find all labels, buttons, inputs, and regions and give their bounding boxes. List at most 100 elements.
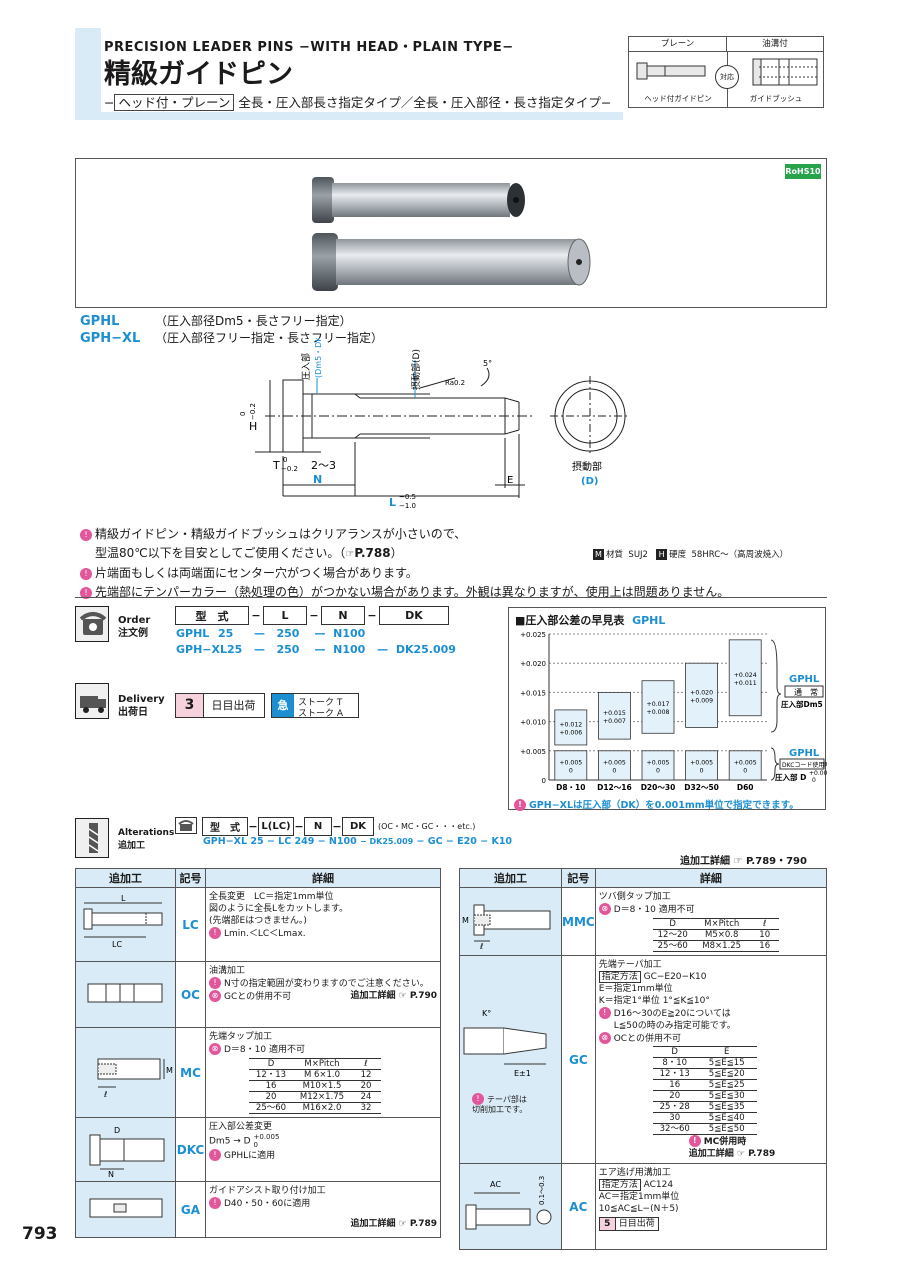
divider	[75, 597, 827, 598]
caution-icon: !	[209, 1149, 221, 1161]
chart-legend-box	[779, 758, 825, 770]
gc-figure: K°E±1 !テーパ部は切削加工です。	[459, 955, 562, 1164]
roughness-label: Ra0.2	[445, 379, 465, 387]
chart-bar-label-low: 0	[569, 767, 573, 774]
alter-header: 型 式 − L(LC) − N − DK (OC・MC・GC・・・etc.)	[202, 817, 475, 836]
chart-x-tick: D20～30	[641, 783, 676, 792]
alter-row-oc: OC 油溝加工 !N寸の指定範囲が変わりますのでご注意ください。 ⊗GCとの併用…	[75, 961, 441, 1028]
chart-footnote: !GPH−XLは圧入部（DK）を0.001mm単位で指定できます。	[514, 797, 799, 811]
prohibited-icon: ⊗	[598, 1032, 611, 1044]
caution-icon: !	[209, 977, 221, 989]
svg-text:K°: K°	[482, 1009, 491, 1018]
chart-bar	[685, 750, 719, 781]
svg-text:0.1～0.3: 0.1～0.3	[538, 1176, 546, 1205]
press-fit-dim: (Dm5・DK)	[314, 338, 323, 378]
chart-bar-label-low: 0	[656, 767, 660, 774]
chart-legend-normal: 通 常	[794, 687, 818, 697]
stroke-a: ストーク A	[298, 709, 344, 719]
chart-bar-label-low: 0	[743, 767, 747, 774]
prohibited-icon: ⊗	[598, 903, 611, 915]
dim-l-tol-bot: −1.0	[399, 502, 416, 510]
alter-row-gc: K°E±1 !テーパ部は切削加工です。 GC 先端テーパ加工 指定方法 GC−E…	[459, 955, 828, 1164]
chart-legend-dm5: 圧入部Dm5	[781, 699, 823, 709]
dim-h-tol-top: 0	[239, 412, 247, 416]
chart-bar-label-high: +0.005	[647, 759, 670, 766]
page-number: 793	[22, 1224, 58, 1244]
code-gphl: GPHL	[80, 314, 120, 329]
svg-text:E±1: E±1	[514, 1069, 531, 1078]
page-ref-icon: ☞	[345, 549, 355, 560]
chart-bracket	[770, 747, 780, 781]
alterations-label: Alterations 追加工	[118, 828, 175, 851]
chart-y-tick: +0.020	[520, 660, 546, 668]
dim-h: H	[249, 420, 257, 433]
svg-text:ℓ: ℓ	[479, 942, 483, 949]
note-3: !先端部にテンパーカラー（熱処理の色）がつかない場合があります。外観は異なります…	[80, 583, 729, 602]
delivery-label: Delivery 出荷日	[118, 694, 165, 718]
chart-bar-label-high: +0.024	[734, 672, 757, 679]
order-header: 型 式 − L − N − DK	[175, 606, 449, 625]
chart-bar-label-high: +0.005	[559, 759, 582, 766]
alter-detail-page-link[interactable]: P.789・790	[745, 856, 807, 867]
order-col-model: 型 式	[175, 606, 249, 625]
chart-bar-label-low: +0.007	[603, 718, 626, 725]
chart-legend-gphl2: GPHL	[789, 748, 820, 759]
usage-notes: !精級ガイドピン・精級ガイドブッシュはクリアランスが小さいので、 型温80℃以下…	[80, 525, 729, 602]
stroke-box: 急 ストーク T ストーク A	[271, 693, 359, 719]
chart-bar-label-low: 0	[700, 767, 704, 774]
subtitle-tag: ヘッド付・プレーン	[114, 94, 235, 111]
product-photo	[312, 177, 591, 291]
chart-bar	[554, 750, 588, 781]
dim-l: L	[389, 496, 396, 509]
chart-bar	[598, 692, 631, 740]
chart-bracket	[770, 639, 782, 733]
caution-icon: !	[209, 927, 221, 939]
svg-text:M: M	[166, 1066, 173, 1075]
oc-figure	[75, 961, 176, 1028]
chart-bar-label-low: 0	[612, 767, 616, 774]
chart-x-tick: D8・10	[556, 783, 585, 792]
chart-bar-label-high: +0.020	[690, 689, 713, 696]
chart-bar-label-low: +0.009	[690, 697, 713, 704]
caution-icon: !	[688, 1135, 701, 1147]
correspondence-box: プレーン 油溝付 対応 ヘッド付ガイドピン ガイドブッシュ	[628, 36, 824, 108]
code-gphl-desc: （圧入部径Dm5・長さフリー指定）	[155, 314, 352, 328]
svg-text:N: N	[108, 1170, 114, 1177]
svg-text:AC: AC	[490, 1180, 501, 1189]
alter-example: GPH−XL 25 − LC 249 − N100 − DK25.009 − G…	[203, 836, 513, 847]
prohibited-icon: ⊗	[209, 990, 221, 1002]
chart-bar	[641, 680, 675, 734]
chart-legend-press-d: 圧入部 D	[775, 772, 806, 782]
header-underline	[75, 112, 623, 120]
alter-code-oc: OC	[175, 961, 206, 1028]
caution-icon: !	[80, 529, 92, 541]
alter-code-ac: AC	[561, 1163, 596, 1250]
order-col-n: N	[321, 606, 365, 625]
note-page-link[interactable]: P.788	[354, 546, 391, 560]
dim-e: E	[507, 475, 513, 486]
chart-plot: +0.025+0.020+0.015+0.010+0.0050D8・10+0.0…	[520, 631, 827, 792]
chart-x-tick: D32～50	[684, 783, 719, 792]
dim-t: T	[272, 459, 280, 472]
order-col-dk: DK	[379, 606, 449, 625]
caution-icon: !	[514, 799, 526, 811]
material-icon: M	[593, 549, 604, 560]
product-code-descriptions: （圧入部径Dm5・長さフリー指定） （圧入部径フリー指定・長さフリー指定）	[155, 313, 383, 347]
caution-icon: !	[80, 587, 92, 599]
alter-code-mc: MC	[175, 1027, 206, 1118]
chart-legend-gphl: GPHL	[789, 674, 820, 685]
circle-d: (D)	[581, 476, 598, 487]
chart-bar	[728, 639, 762, 717]
dim-n: N	[313, 473, 322, 486]
chart-bar-label-high: +0.005	[734, 759, 757, 766]
svg-text:ℓ: ℓ	[103, 1090, 107, 1099]
page-subtitle: −ヘッド付・プレーン 全長・圧入部長さ指定タイプ／全長・圧入部径・長さ指定タイプ…	[104, 94, 612, 111]
product-codes: GPHL GPH−XL	[80, 313, 140, 347]
